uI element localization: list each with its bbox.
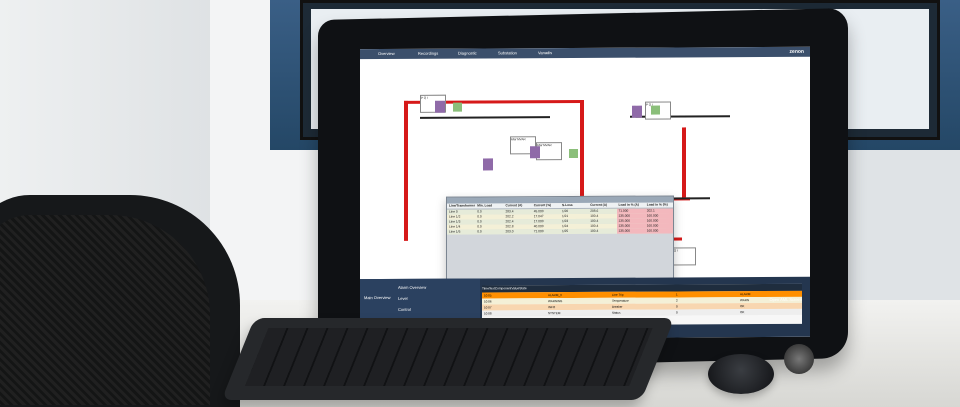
brand-label: zenon bbox=[789, 48, 804, 55]
alarm-header-cell: Time bbox=[482, 286, 489, 291]
table-cell: 160.000 bbox=[644, 228, 673, 234]
status-block bbox=[651, 105, 660, 115]
alarm-cell: Status bbox=[612, 310, 621, 315]
alarm-header-cell: Value bbox=[511, 286, 520, 291]
tab-substation[interactable]: Substation bbox=[498, 50, 517, 56]
monitor-screen: Overview Recordings Diagnostic Substatio… bbox=[360, 46, 810, 340]
alarm-cell: SYSTEM bbox=[548, 311, 561, 316]
load-table-window[interactable]: Line/Transformer Min. Load Current (A) C… bbox=[446, 195, 674, 289]
table-cell: 100.4 bbox=[590, 228, 599, 233]
status-block bbox=[453, 102, 462, 112]
alarm-cell: 0 bbox=[676, 310, 678, 315]
busbar bbox=[420, 116, 550, 119]
table-cell: Line 1/5 bbox=[449, 229, 461, 234]
table-header-cell: Load in % (%) bbox=[646, 202, 668, 207]
feeder-line bbox=[404, 100, 408, 241]
breaker-block bbox=[483, 158, 493, 171]
table-header-cell: Current (A) bbox=[590, 202, 608, 207]
tab-vanadis[interactable]: Vanadis bbox=[538, 50, 553, 56]
alarm-cell: OK bbox=[740, 310, 745, 315]
alarm-cell: 10:08 bbox=[484, 311, 492, 316]
control-button[interactable]: Control bbox=[398, 306, 411, 312]
tab-diagnostic[interactable]: Diagnostic bbox=[458, 50, 477, 56]
main-overview-button[interactable]: Main Overview bbox=[364, 294, 391, 301]
alarm-row[interactable]: 10:08 SYSTEM Status 0 OK bbox=[482, 308, 802, 317]
table-header-cell: Load in % (A) bbox=[618, 202, 639, 207]
table-header-cell: Line/Transformer bbox=[449, 203, 476, 208]
office-chair bbox=[0, 195, 240, 407]
breaker-block bbox=[530, 146, 540, 159]
keyboard bbox=[221, 318, 675, 400]
tab-recordings[interactable]: Recordings bbox=[418, 50, 439, 56]
table-header-cell: Min. Load bbox=[477, 203, 493, 208]
tab-overview[interactable]: Overview bbox=[378, 50, 395, 57]
breaker-block bbox=[632, 105, 642, 118]
alarm-header-cell: State bbox=[519, 286, 527, 291]
table-cell: 203.0 bbox=[505, 229, 514, 234]
table-cell: 135.000 bbox=[616, 228, 645, 234]
table-cell: 1/25 bbox=[562, 229, 569, 234]
level-button[interactable]: Level bbox=[398, 295, 408, 301]
table-row: Line 1/5 0.0 203.0 71.000 1/25 100.4 135… bbox=[447, 228, 673, 235]
table-header-cell: Current (%) bbox=[533, 203, 552, 208]
open-aml-button[interactable]: Open AML Screen bbox=[769, 296, 802, 302]
mouse bbox=[708, 354, 774, 394]
alarm-overview-button[interactable]: Alarm Overview bbox=[398, 284, 427, 290]
table-cell: 0.0 bbox=[477, 229, 482, 234]
table-header-cell: Current (A) bbox=[505, 203, 523, 208]
speaker bbox=[784, 344, 814, 374]
table-cell: 71.000 bbox=[533, 229, 544, 234]
all-in-one-monitor: Overview Recordings Diagnostic Substatio… bbox=[318, 7, 848, 371]
breaker-block bbox=[435, 100, 445, 113]
table-header-cell: S-Loss bbox=[562, 203, 573, 208]
status-block bbox=[569, 148, 578, 159]
feeder-line bbox=[682, 127, 686, 198]
